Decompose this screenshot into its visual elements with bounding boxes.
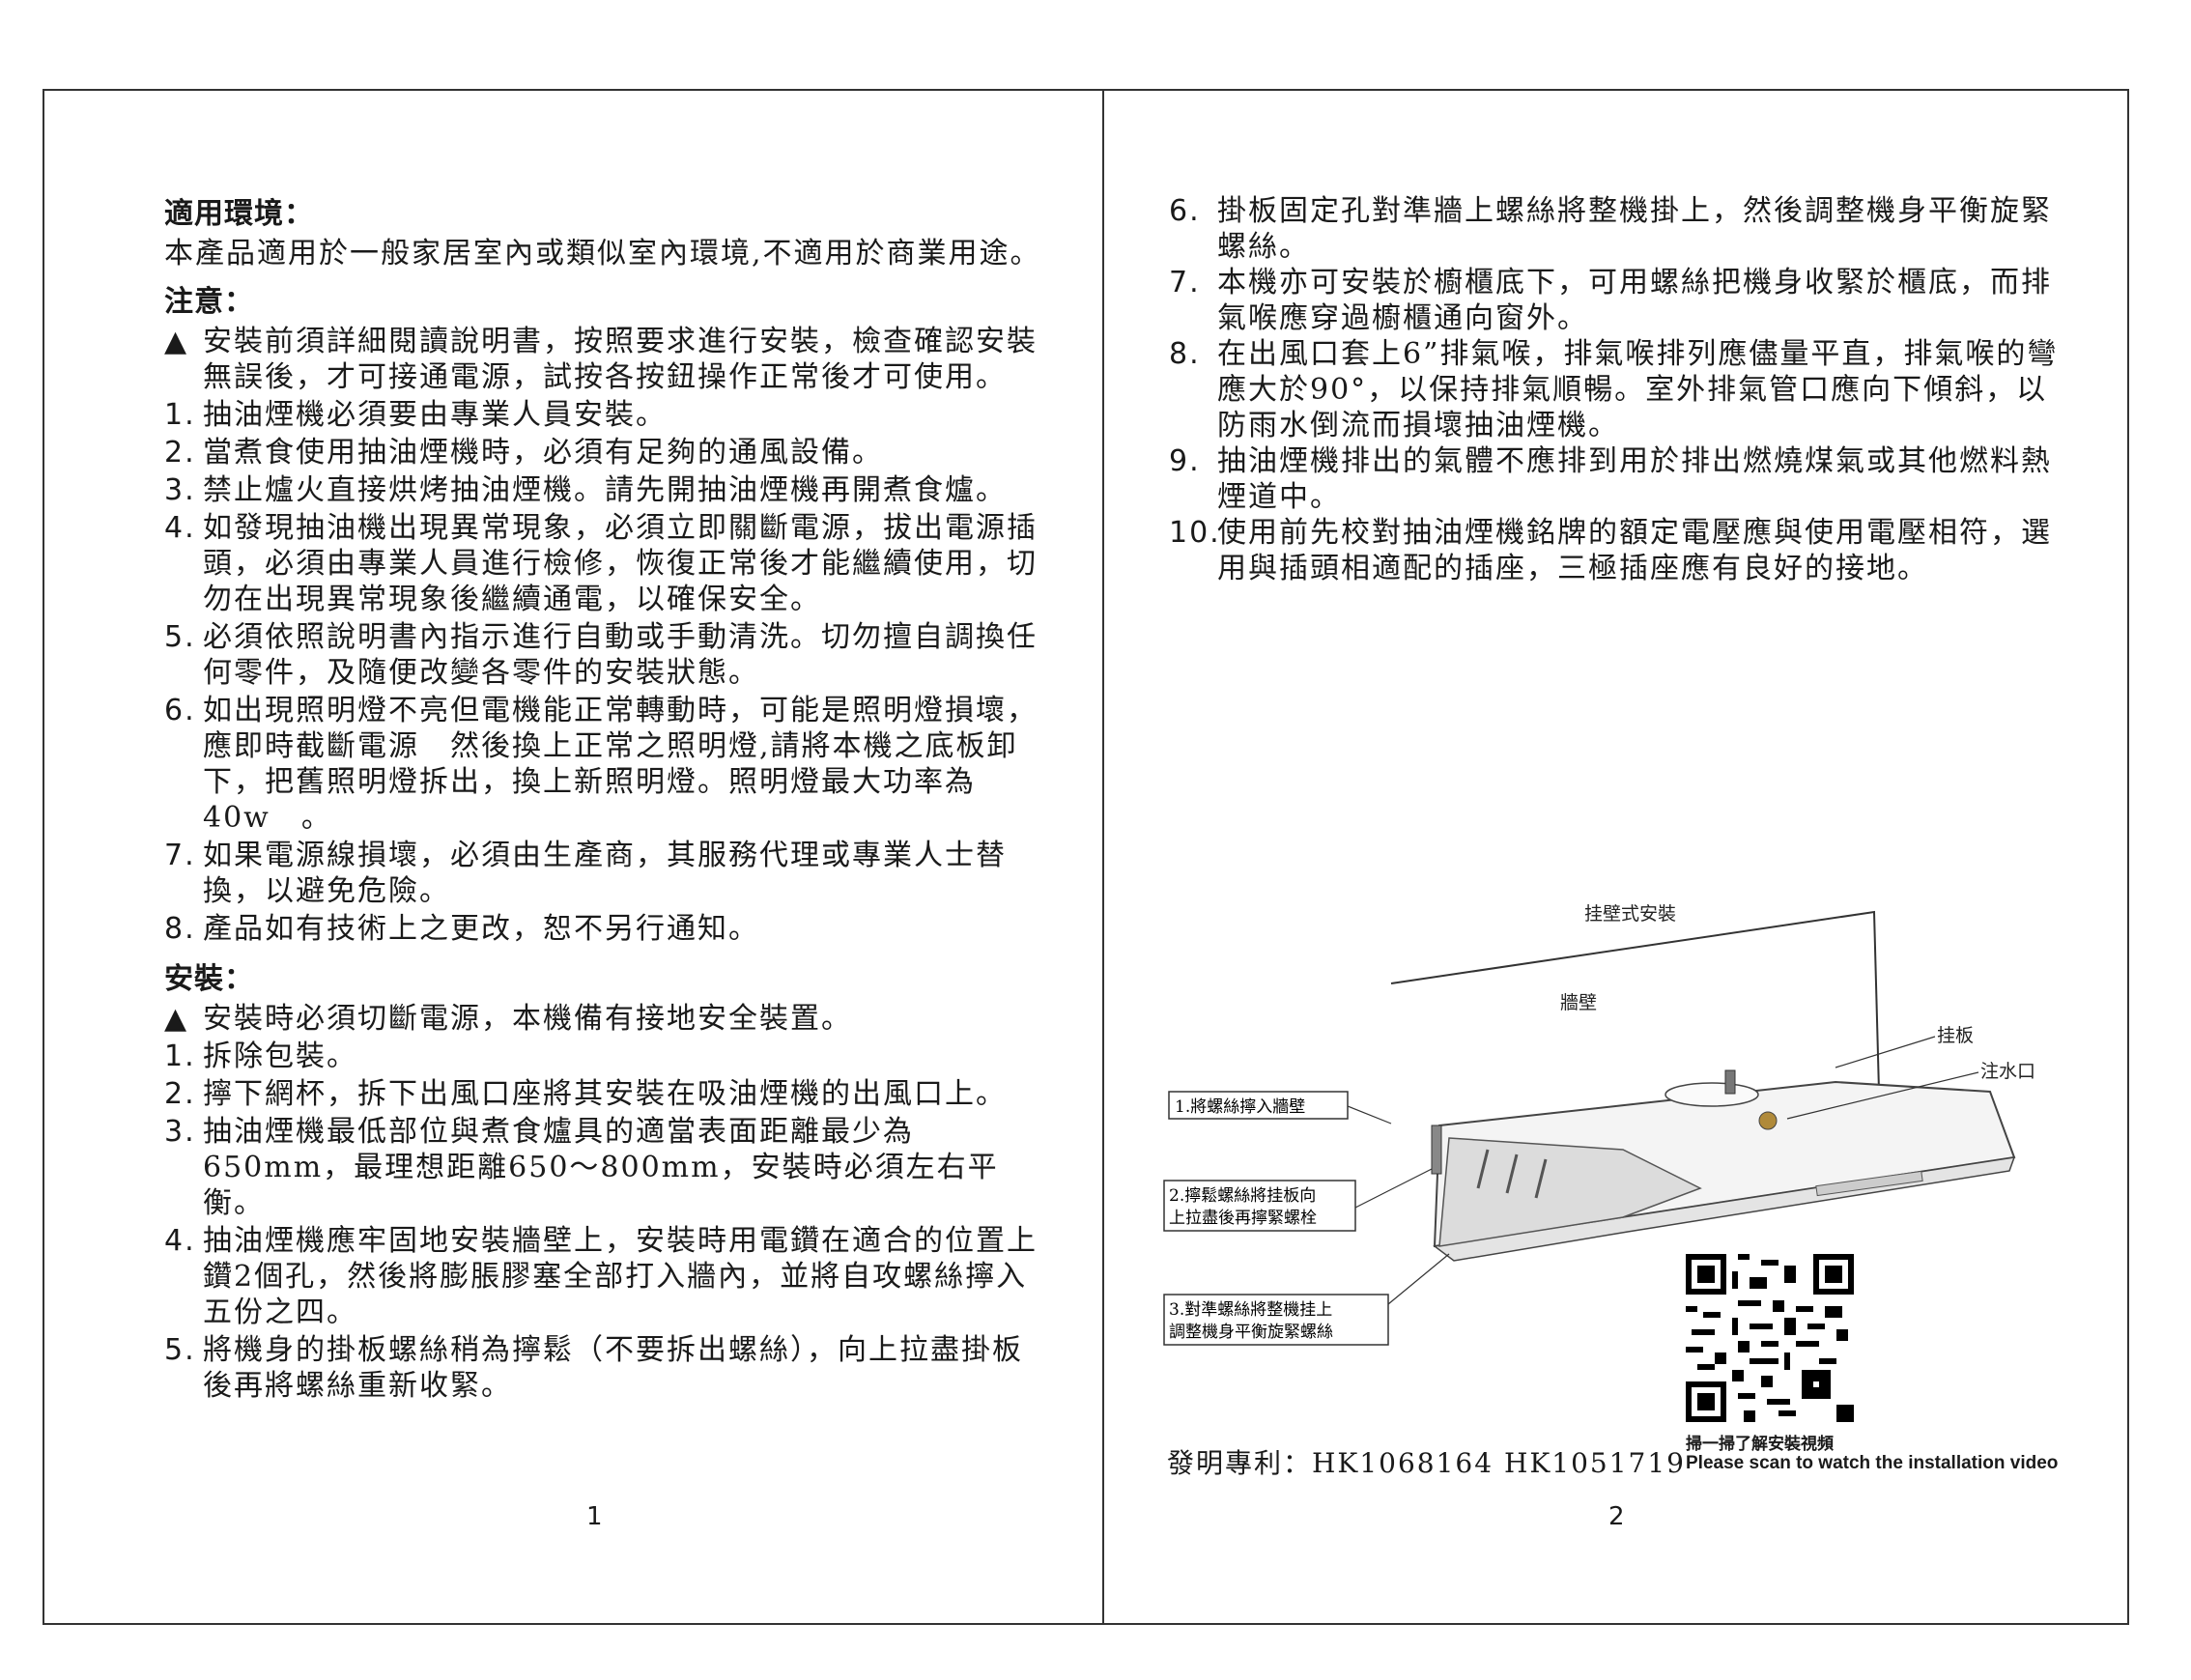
diagram-title: 挂壁式安裝 (1584, 903, 1676, 925)
list-item: 2.當煮食使用抽油煙機時，必須有足夠的通風設備。 (164, 436, 883, 470)
patent-numbers: 發明專利：HK1068164 HK1051719 (1167, 1447, 1686, 1479)
wall-outline (1390, 910, 1880, 1093)
wall-label: 牆壁 (1560, 992, 1597, 1013)
range-hood (1431, 1069, 2016, 1262)
step2-text-line1: 2.擰鬆螺絲將挂板向 (1169, 1185, 1316, 1206)
list-item: 10.使用前先校對抽油煙機銘牌的額定電壓應與使用電壓相符，選用與插頭相適配的插座… (1169, 516, 2052, 585)
list-item: 1.拆除包裝。 (164, 1039, 357, 1073)
step3-box (1163, 1294, 1389, 1346)
step1-text: 1.將螺絲擰入牆壁 (1175, 1097, 1305, 1117)
bracket (1431, 1125, 1442, 1175)
list-item: 9.抽油煙機排出的氣體不應排到用於排出燃燒煤氣或其他燃料熱煙道中。 (1169, 444, 2052, 514)
list-item: 7.如果電源線損壞，必須由生產商，其服務代理或專業人士替換，以避免危險。 (164, 839, 1007, 908)
page-divider (1102, 89, 1104, 1625)
step3-text-line2: 調整機身平衡旋緊螺絲 (1169, 1323, 1333, 1342)
environment-text: 本產品適用於一般家居室內或類似室內環境,不適用於商業用途。 (164, 237, 1041, 271)
list-item: 5.必須依照說明書內指示進行自動或手動清洗。切勿擅自調換任何零件，及隨便改變各零… (164, 620, 1038, 690)
list-item: 5.將機身的掛板螺絲稍為擰鬆（不要拆出螺絲），向上拉盡掛板後再將螺絲重新收緊。 (164, 1333, 1023, 1403)
right-page: 6.掛板固定孔對準牆上螺絲將整機掛上，然後調整機身平衡旋緊螺絲。 7.本機亦可安… (1169, 193, 2067, 586)
page-number-left: 1 (586, 1502, 603, 1531)
qr-code[interactable] (1686, 1254, 1854, 1422)
list-item: 8.在出風口套上6”排氣喉，排氣喉排列應儘量平直，排氣喉的彎應大於90°，以保持… (1169, 337, 2059, 442)
notice-list: ▲安裝前須詳細閱讀說明書，按照要求進行安裝，檢查確認安裝無誤後，才可接通電源，試… (164, 324, 1053, 947)
environment-heading: 適用環境： (164, 197, 314, 231)
install-list: ▲安裝時必須切斷電源，本機備有接地安全裝置。 1.拆除包裝。 2.擰下網杯，拆下… (164, 1001, 1053, 1404)
list-item: 8.產品如有技術上之更改，恕不另行通知。 (164, 912, 759, 946)
step2-box (1163, 1180, 1356, 1232)
step2-text-line2: 上拉盡後再擰緊螺栓 (1169, 1209, 1317, 1228)
list-item: 3.抽油煙機最低部位與煮食爐具的適當表面距離最少為650mm，最理想距離650～… (164, 1115, 999, 1220)
list-item: 6.如出現照明燈不亮但電機能正常轉動時，可能是照明燈損壞，應即時截斷電源 然後換… (164, 694, 1038, 835)
qr-caption-chinese: 掃一掃了解安裝視頻 (1686, 1435, 1834, 1454)
page-number-right: 2 (1608, 1502, 1625, 1531)
list-item: 4.如發現抽油機出現異常現象，必須立即關斷電源，拔出電源插頭，必須由專業人員進行… (164, 511, 1038, 616)
left-page: 適用環境： 本產品適用於一般家居室內或類似室內環境,不適用於商業用途。 注意： … (164, 193, 1053, 1406)
installation-diagram: 挂壁式安裝 牆壁 挂板 注水口 1.將螺絲擰入牆壁 2.擰鬆螺絲將挂 (1159, 898, 2077, 1401)
list-item: 2.擰下網杯，拆下出風口座將其安裝在吸油煙機的出風口上。 (164, 1077, 1007, 1111)
hang-plate-label: 挂板 (1937, 1025, 1974, 1046)
notice-heading: 注意： (164, 285, 254, 319)
step1-box (1168, 1091, 1349, 1120)
list-item: 6.掛板固定孔對準牆上螺絲將整機掛上，然後調整機身平衡旋緊螺絲。 (1169, 194, 2052, 264)
list-item: 1.抽油煙機必須要由專業人員安裝。 (164, 398, 667, 432)
list-item: 3.禁止爐火直接烘烤抽油煙機。請先開抽油煙機再開煮食爐。 (164, 473, 1007, 507)
list-item: 7.本機亦可安裝於櫥櫃底下，可用螺絲把機身收緊於櫃底，而排氣喉應穿過櫥櫃通向窗外… (1169, 266, 2052, 335)
step3-text-line1: 3.對準螺絲將整機挂上 (1169, 1300, 1332, 1320)
water-inlet-label: 注水口 (1980, 1061, 2035, 1082)
list-item: 4.抽油煙機應牢固地安裝牆壁上，安裝時用電鑽在適合的位置上鑽2個孔，然後將膨脹膠… (164, 1224, 1038, 1329)
install-heading: 安裝： (164, 962, 254, 996)
booklet-frame (43, 89, 2129, 1625)
list-item: ▲安裝時必須切斷電源，本機備有接地安全裝置。 (164, 1002, 852, 1036)
qr-caption-english: Please scan to watch the installation vi… (1686, 1453, 2059, 1473)
hang-plate (1724, 1069, 1736, 1095)
list-item: ▲安裝前須詳細閱讀說明書，按照要求進行安裝，檢查確認安裝無誤後，才可接通電源，試… (164, 325, 1038, 394)
